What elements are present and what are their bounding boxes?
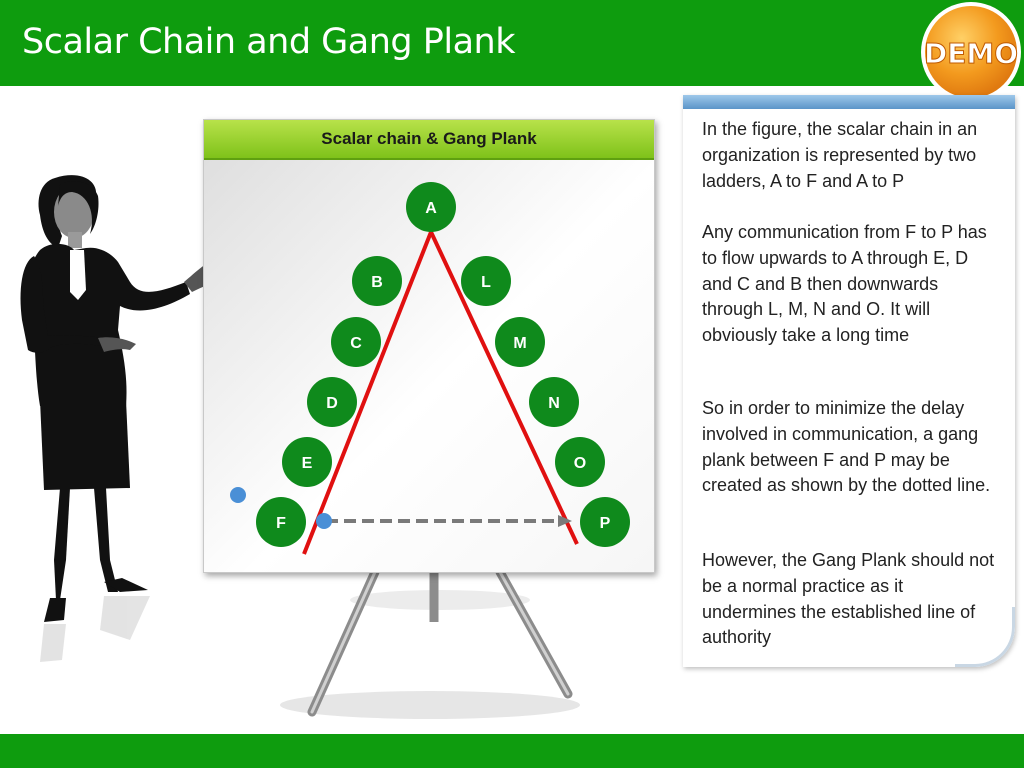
node-l [461,256,511,306]
panel-paragraph-3: So in order to minimize the delay involv… [702,398,991,496]
node-m [495,317,545,367]
node-e [282,437,332,487]
node-label-p: P [600,515,611,532]
board-title: Scalar chain & Gang Plank [321,129,537,148]
node-a [406,182,456,232]
presenter-silhouette [20,175,225,662]
marker-dot [230,487,246,503]
panel-paragraph-1: In the figure, the scalar chain in an or… [702,119,978,191]
gang-plank-arrowhead [558,515,572,527]
node-o [555,437,605,487]
node-b [352,256,402,306]
node-label-l: L [481,274,491,291]
node-label-m: M [513,335,526,352]
node-c [331,317,381,367]
header-bar: Scalar Chain and Gang Plank [0,0,1024,86]
node-f [256,497,306,547]
explanation-panel: In the figure, the scalar chain in an or… [683,95,1015,667]
marker-dot [316,513,332,529]
node-label-a: A [425,200,437,217]
node-label-o: O [574,455,586,472]
demo-badge-label: DEMO [924,37,1018,70]
page-title: Scalar Chain and Gang Plank [22,22,516,62]
demo-badge: DEMO [921,2,1021,102]
panel-corner-curl [955,607,1015,667]
node-label-e: E [302,455,313,472]
board-header: Scalar chain & Gang Plank [204,120,654,160]
node-label-n: N [548,395,560,412]
node-label-f: F [276,515,286,532]
right-ladder-line [429,231,579,545]
panel-paragraph-4: However, the Gang Plank should not be a … [702,550,995,648]
footer-bar [0,734,1024,768]
node-label-d: D [326,395,338,412]
panel-top-bar [683,95,1015,109]
node-label-c: C [350,335,362,352]
left-ladder-line [302,231,433,555]
node-p [580,497,630,547]
node-n [529,377,579,427]
panel-paragraph-2: Any communication from F to P has to flo… [702,222,987,346]
node-label-b: B [371,274,383,291]
node-d [307,377,357,427]
